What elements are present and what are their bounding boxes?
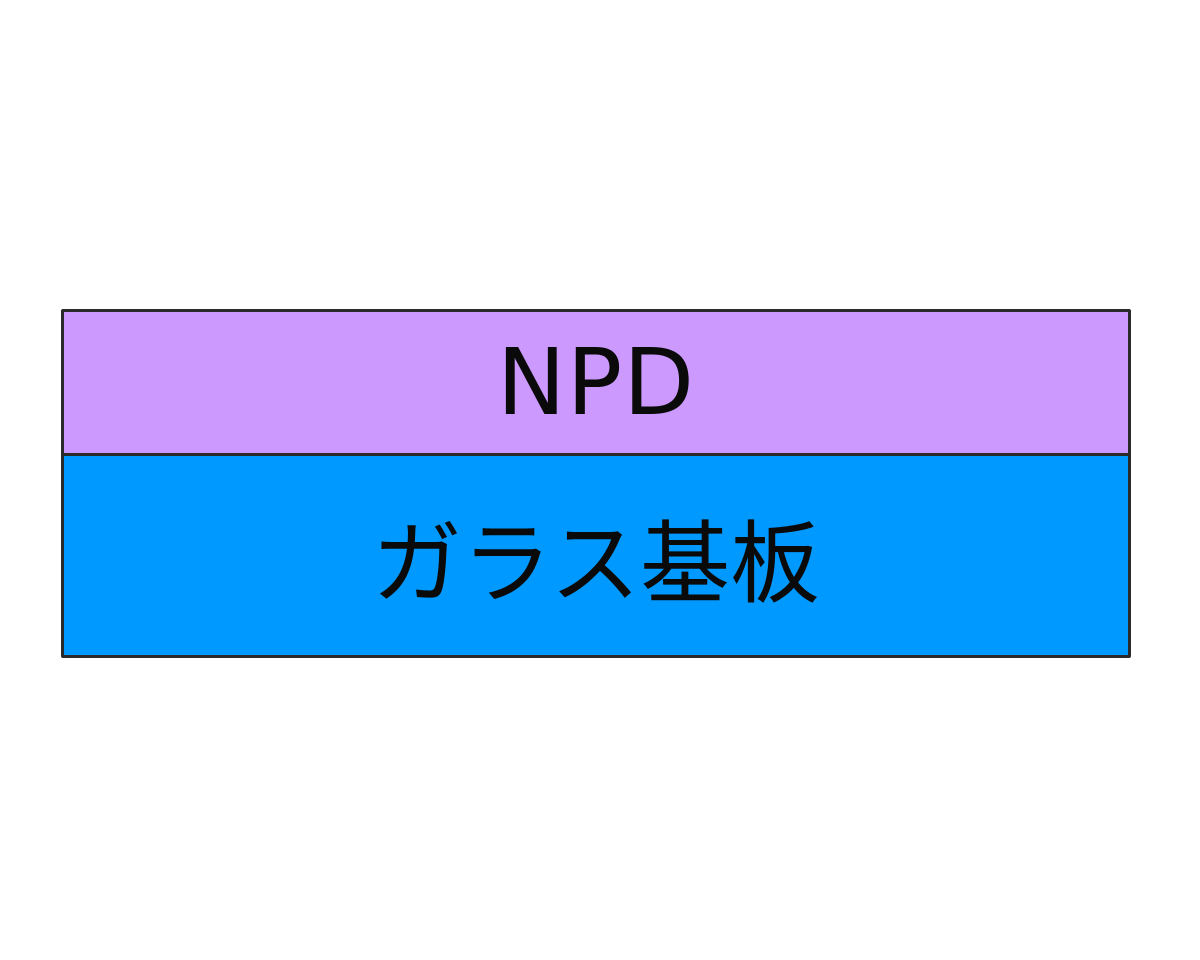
npd-layer-label: NPD xyxy=(496,329,696,436)
glass-substrate-layer: ガラス基板 xyxy=(64,456,1128,655)
npd-layer: NPD xyxy=(64,312,1128,456)
glass-substrate-label: ガラス基板 xyxy=(371,511,821,617)
layer-stack-diagram: NPD ガラス基板 xyxy=(61,309,1131,658)
